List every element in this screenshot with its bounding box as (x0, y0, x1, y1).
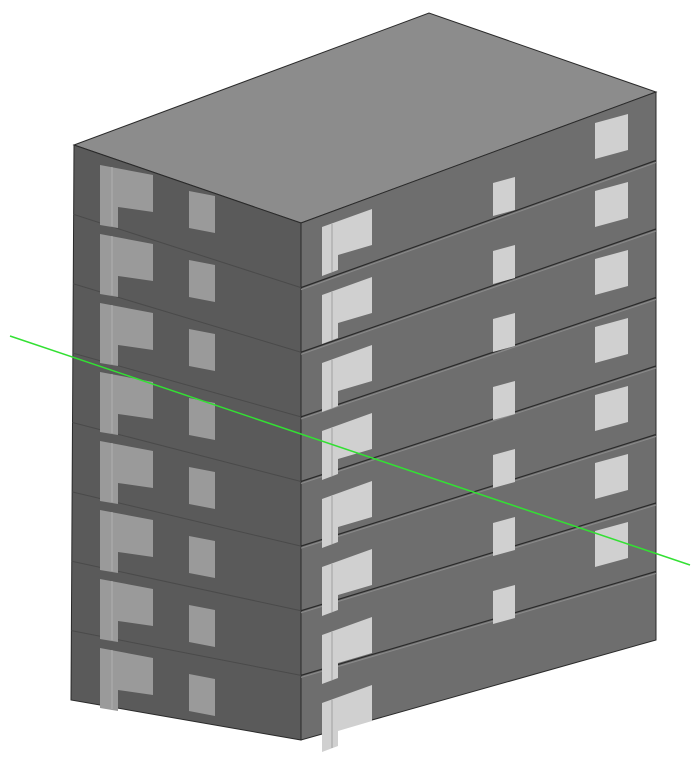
floor-line (300, 502, 657, 612)
side-window-large (322, 685, 372, 752)
floor-line (300, 365, 657, 483)
front-window-group (100, 648, 215, 716)
front-window-group (100, 441, 215, 509)
side-window-large (322, 345, 372, 412)
floor-ledge (300, 573, 657, 678)
floor-line (300, 228, 657, 353)
front-window-group (100, 372, 215, 440)
front-window-group (100, 234, 215, 302)
side-window-group (322, 549, 372, 616)
side-window-large (322, 549, 372, 616)
floor-ledge (300, 230, 657, 355)
side-window-group (322, 277, 372, 344)
side-window-large (322, 413, 372, 480)
front-window-group (100, 303, 215, 371)
front-window-large (100, 303, 153, 366)
front-window-group (100, 510, 215, 578)
front-window-small (189, 398, 215, 440)
side-window-group (322, 685, 372, 752)
front-window-small (189, 329, 215, 371)
side-facade-windows (322, 114, 628, 752)
side-window-right (595, 182, 628, 227)
side-window-group (322, 617, 372, 684)
front-window-small (189, 605, 215, 647)
floor-ledge (300, 299, 657, 420)
front-window-large (100, 510, 153, 573)
front-window-group (100, 579, 215, 647)
side-window-small (493, 585, 515, 624)
side-window-group (322, 481, 372, 548)
side-window-small (493, 245, 515, 284)
floor-ledge (300, 504, 657, 614)
side-window-large (322, 617, 372, 684)
floor-line (300, 296, 657, 418)
side-window-large (322, 481, 372, 548)
floor-ledge (300, 162, 657, 291)
front-window-large (100, 579, 153, 642)
front-window-small (189, 467, 215, 509)
side-window-right (595, 250, 628, 295)
floor-ledge (300, 367, 657, 484)
floor-line (300, 433, 657, 547)
front-window-small (189, 674, 215, 716)
side-window-group (322, 413, 372, 480)
front-window-large (100, 372, 153, 435)
floor-line (300, 159, 657, 289)
front-window-large (100, 648, 153, 711)
floor-line (300, 570, 657, 676)
side-window-right (595, 114, 628, 159)
side-window-large (322, 277, 372, 344)
side-window-right (595, 522, 628, 567)
side-window-large (322, 209, 372, 276)
side-window-small (493, 517, 515, 556)
section-plane-line (9, 335, 691, 566)
building-side-face (300, 91, 657, 741)
side-window-right (595, 386, 628, 431)
front-window-small (189, 191, 215, 233)
side-window-small (493, 449, 515, 488)
side-window-group (322, 345, 372, 412)
floor-ledge (300, 436, 657, 549)
side-window-small (493, 381, 515, 420)
front-window-small (189, 536, 215, 578)
side-window-right (595, 454, 628, 499)
front-window-group (100, 165, 215, 233)
front-facade-windows (100, 165, 215, 716)
side-window-small (493, 313, 515, 352)
front-window-large (100, 234, 153, 297)
front-window-large (100, 441, 153, 504)
side-window-small (493, 177, 515, 216)
side-window-right (595, 318, 628, 363)
front-window-large (100, 165, 153, 228)
side-window-group (322, 209, 372, 276)
front-window-small (189, 260, 215, 302)
